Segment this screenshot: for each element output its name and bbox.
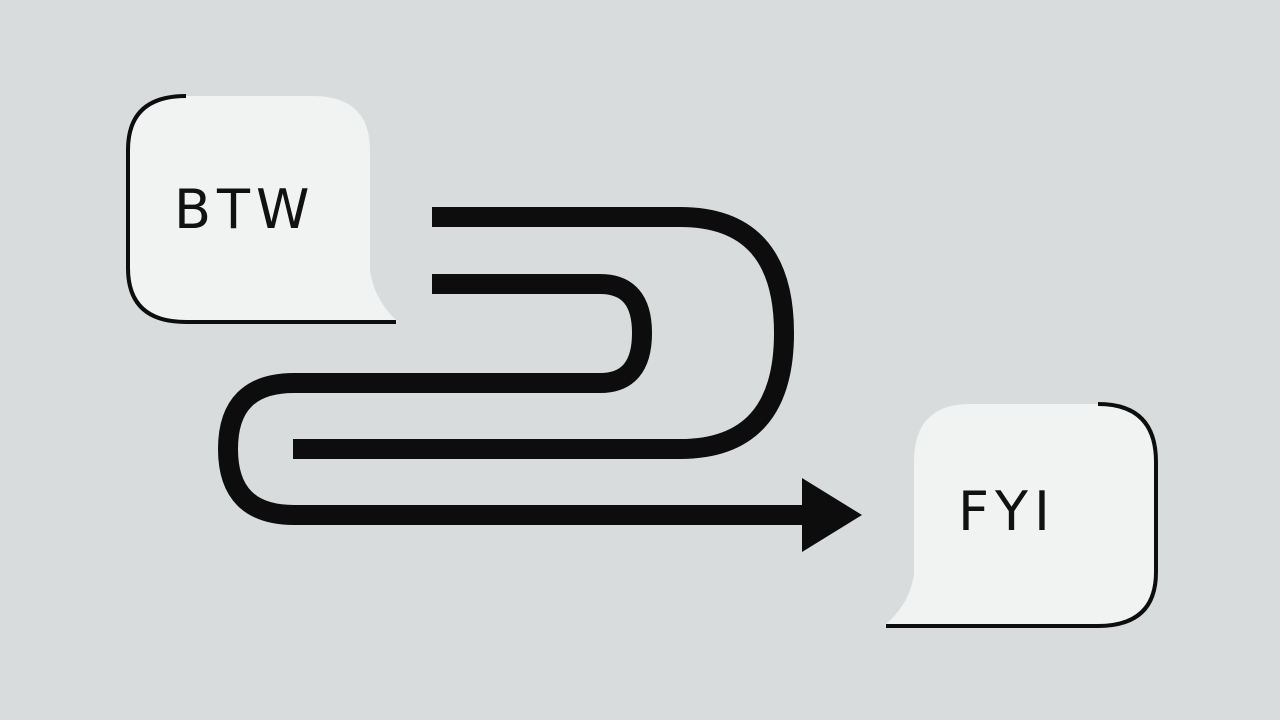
outer-winding-path <box>293 207 794 459</box>
fyi-label: FYI <box>958 480 1056 543</box>
arrow-head-icon <box>802 478 862 552</box>
btw-speech-bubble: BTW <box>126 94 398 324</box>
btw-label: BTW <box>174 178 315 241</box>
inner-winding-path <box>218 274 812 525</box>
fyi-speech-bubble: FYI <box>884 402 1158 628</box>
